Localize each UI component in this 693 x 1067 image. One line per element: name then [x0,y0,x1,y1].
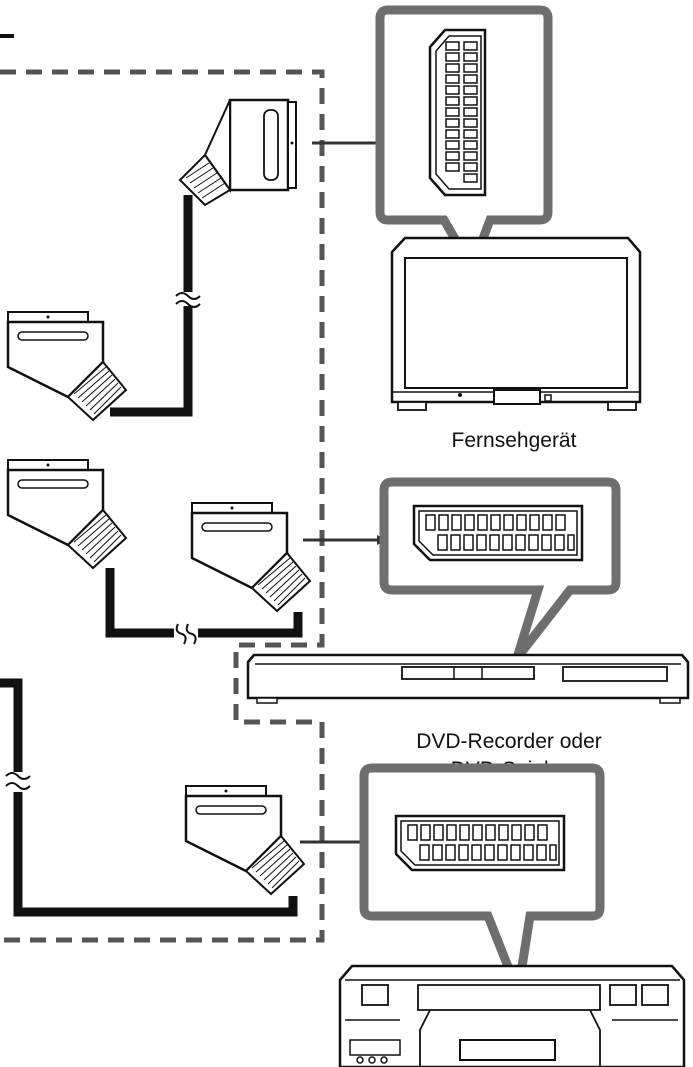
cable-1 [110,195,193,417]
scart-socket-icon [412,504,584,562]
vcr-icon [338,964,686,1067]
tv-scart-callout [375,5,553,279]
scart-plug-icon [184,784,306,896]
television-icon [390,236,642,411]
scart-plug-icon [6,458,128,570]
corner-mark [0,34,14,38]
tilde-break-icon [5,772,31,792]
dvd-scart-callout [379,477,621,661]
tilde-break-icon [174,620,198,646]
scart-plug-icon [190,501,312,613]
scart-socket-icon [428,28,487,197]
vcr-scart-callout [359,763,605,1009]
dashed-enclosure [0,69,325,943]
scart-socket-icon [394,814,566,872]
cable-2 [105,568,303,638]
scart-plug-icon [6,310,128,422]
tv-label: Fernsehgerät [452,429,577,452]
dvd-recorder-icon [246,653,690,704]
scart-plug-icon [178,98,297,207]
tilde-break-icon [175,292,201,308]
cable-3 [0,678,298,917]
dvd-label-line1: DVD-Recorder oder [416,730,602,753]
